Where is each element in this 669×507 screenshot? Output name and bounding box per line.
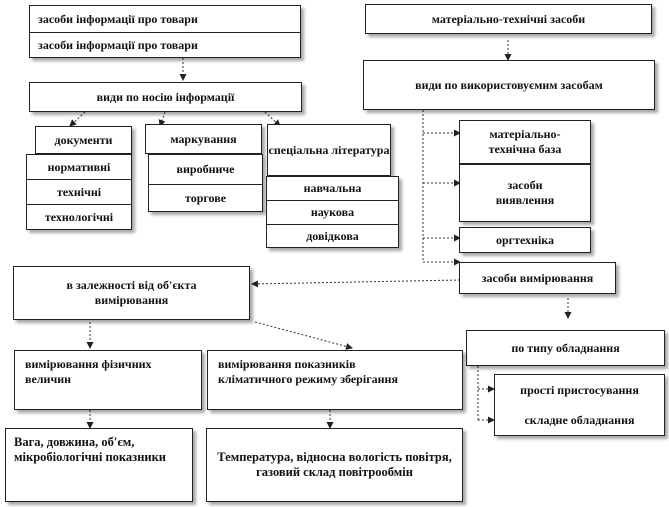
physical-examples-box: Вага, довжина, об'єм, мікробіологічні по…	[5, 428, 193, 502]
means-item-label: засоби виявлення	[495, 178, 555, 207]
means-item-label: матеріально-технічна база	[488, 127, 562, 156]
documents-list: нормативні технічні технологічні	[26, 154, 132, 230]
climate-measure-label: вимірювання показників кліматичного режи…	[218, 357, 398, 386]
by-carrier-box: види по носію інформації	[29, 82, 302, 112]
link-object-to-climate	[254, 321, 353, 350]
physical-examples-label: Вага, довжина, об'єм, мікробіологічні по…	[14, 435, 167, 464]
literature-box: спеціальна література	[267, 124, 391, 176]
documents-item-label: нормативні	[47, 159, 111, 174]
marking-item: торгове	[149, 185, 262, 212]
climate-examples-box: Температура, відносна вологість повітря,…	[206, 428, 463, 502]
documents-item-label: технологічні	[44, 209, 114, 224]
literature-item: довідкова	[267, 225, 398, 247]
info-means-row-1: засоби інформації про товари	[30, 6, 300, 33]
means-item-base: матеріально-технічна база	[459, 120, 591, 164]
type-list: прості пристосування складне обладнання	[494, 374, 665, 436]
marking-list: виробниче торгове	[148, 154, 263, 212]
info-means-header: засоби інформації про товари засоби інфо…	[29, 5, 301, 58]
by-type-box: по типу обладнання	[466, 330, 665, 366]
material-means-title: матеріально-технічні засоби	[431, 11, 586, 26]
type-item: складне обладнання	[495, 406, 664, 435]
documents-item-label: технічні	[56, 184, 102, 199]
link-measure-to-object	[251, 279, 461, 288]
marking-item: виробниче	[149, 155, 262, 185]
marking-box: маркування	[145, 124, 262, 154]
by-type-label: по типу обладнання	[511, 340, 620, 355]
physical-measure-label: вимірювання фізичних величин	[25, 357, 152, 386]
literature-item-label: наукова	[310, 205, 355, 219]
info-means-title-1: засоби інформації про товари	[38, 11, 198, 26]
climate-measure-box: вимірювання показників кліматичного режи…	[207, 350, 463, 410]
marking-item-label: виробниче	[176, 162, 235, 176]
type-item: прості пристосування	[495, 375, 664, 406]
physical-measure-box: вимірювання фізичних величин	[14, 350, 202, 410]
means-item-measure: засоби вимірювання	[459, 262, 616, 294]
by-means-label: види по використовуємим засобам	[415, 77, 603, 92]
documents-box: документи	[35, 126, 132, 154]
means-item-label: засоби вимірювання	[481, 270, 594, 285]
link-carrier-to-documents	[69, 111, 86, 127]
documents-item: нормативні	[27, 155, 131, 180]
info-means-title-2: засоби інформації про товари	[38, 38, 198, 52]
climate-examples-label: Температура, відносна вологість повітря,…	[217, 450, 452, 479]
by-object-label: в залежності від об'єкта вимірювання	[66, 278, 197, 307]
link-carrier-to-literature	[264, 111, 281, 127]
means-item-label: оргтехніка	[495, 232, 555, 247]
documents-item: технологічні	[27, 205, 131, 229]
literature-title: спеціальна література	[268, 142, 390, 157]
literature-item: наукова	[267, 201, 398, 225]
info-means-row-2: засоби інформації про товари	[30, 33, 300, 58]
type-item-label: складне обладнання	[524, 413, 635, 427]
material-means-header: матеріально-технічні засоби	[365, 4, 652, 34]
documents-title: документи	[54, 132, 113, 147]
by-object-box: в залежності від об'єкта вимірювання	[13, 266, 250, 320]
by-carrier-label: види по носію інформації	[96, 89, 235, 104]
literature-item-label: довідкова	[306, 228, 359, 243]
marking-item-label: торгове	[184, 191, 227, 205]
by-means-box: види по використовуємим засобам	[363, 60, 655, 110]
means-item-detect: засоби виявлення	[459, 164, 591, 222]
literature-item-label: навчальна	[303, 181, 362, 195]
documents-item: технічні	[27, 180, 131, 205]
means-item-office: оргтехніка	[459, 227, 591, 253]
link-carrier-to-marking	[158, 111, 166, 127]
marking-title: маркування	[170, 131, 237, 146]
literature-item: навчальна	[267, 177, 398, 201]
type-item-label: прості пристосування	[520, 383, 639, 397]
literature-list: навчальна наукова довідкова	[266, 176, 399, 248]
